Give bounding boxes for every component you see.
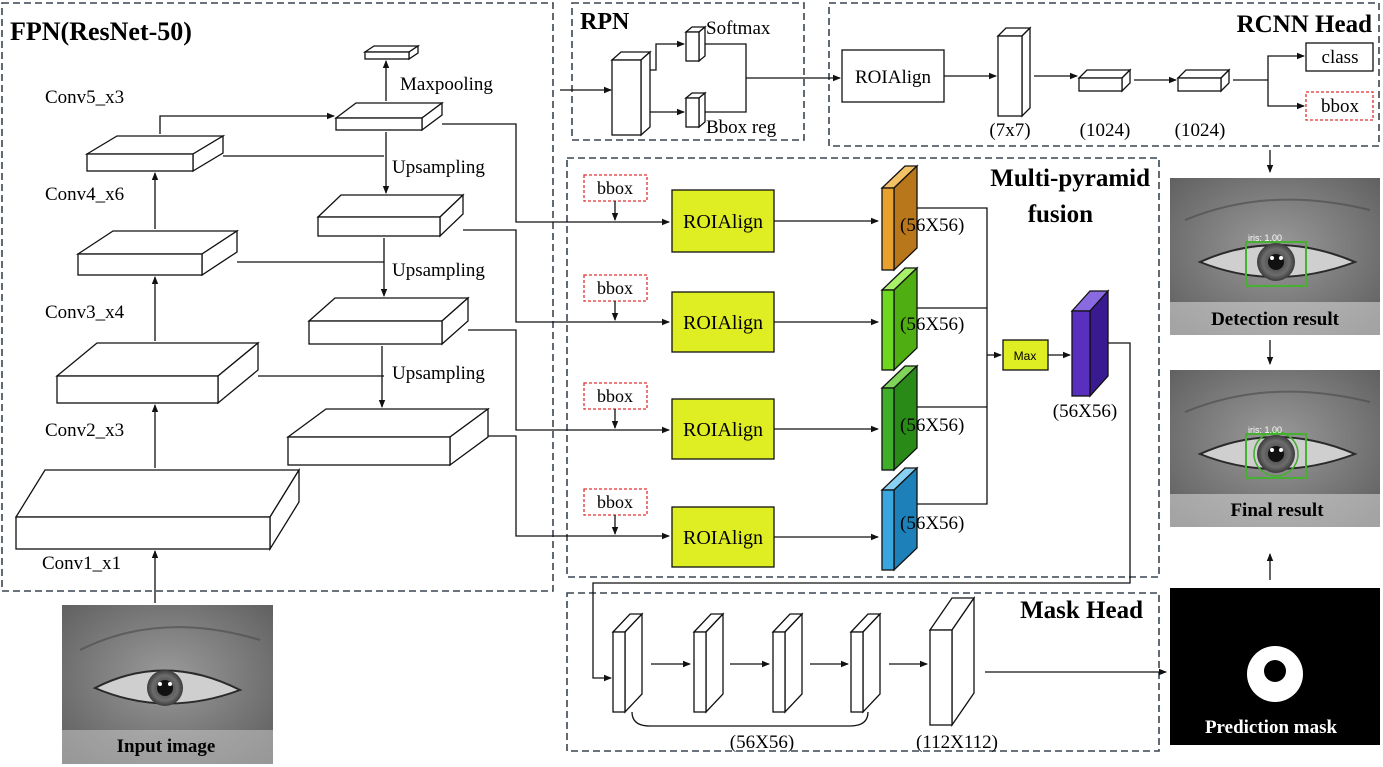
final-tag: iris: 1.00 [1248,425,1282,435]
fusion-roialign-label-4: ROIAlign [683,527,763,549]
conv4-block [84,134,226,173]
detection-tag: iris: 1.00 [1248,233,1282,243]
fusion-feature-1 [880,164,919,272]
fusion-roialign-box-1 [671,189,775,253]
p2-block [286,407,490,467]
fusion-feature-4 [880,466,919,572]
final-result-image [1170,370,1380,527]
fusion-roialign-box-4 [671,506,775,568]
fusion-size-label-2: (56X56) [900,314,964,335]
mask-conv-3 [771,612,804,714]
prediction-mask-image [1170,588,1380,745]
fusion-roialign-label-3: ROIAlign [683,419,763,441]
rpn-frame [571,2,805,141]
fusion-bbox-tag-2 [583,274,648,302]
fusion-roialign-box-3 [671,398,775,460]
fusion-size-label-1: (56X56) [900,215,964,236]
fusion-title-line2: fusion [1028,201,1093,228]
final-result-caption: Final result [1230,500,1324,521]
fusion-bbox-tag-3 [583,382,648,410]
rcnn-fc1 [1077,68,1132,93]
rcnn-frame [828,2,1380,147]
rcnn-arrows [944,52,1305,173]
rcnn-class-label: class [1322,47,1359,68]
mask-size-small: (56X56) [730,732,794,753]
mask-conv-4 [849,612,882,714]
upsampling-label-3: Upsampling [392,363,485,384]
maxpool-label: Maxpooling [400,74,493,95]
conv3-block [75,229,240,277]
rpn-bbox-map [684,91,707,129]
rcnn-title: RCNN Head [1237,11,1373,38]
conv1-block [14,467,301,552]
rcnn-class-box [1305,42,1374,72]
rpn-section [610,25,707,137]
fusion-bbox-label-4: bbox [597,492,633,512]
fpn-title: FPN(ResNet-50) [10,17,192,46]
rcnn-roialign-box [841,49,945,103]
fusion-size-label-3: (56X56) [900,415,964,436]
rpn-feature-map [610,50,652,137]
rpn-softmax-label: Softmax [706,18,771,39]
mask-head-section [611,595,976,728]
stage-label-conv2: Conv2_x3 [45,420,124,441]
fusion-size-label-4: (56X56) [900,513,964,534]
fusion-section [583,164,1110,572]
input-image [62,605,273,764]
stage-label-conv5: Conv5_x3 [45,87,124,108]
maxpool-block [362,44,421,61]
fusion-title-line1: Multi-pyramid [990,165,1150,192]
detection-result-caption: Detection result [1211,309,1340,330]
prediction-mask-caption: Prediction mask [1205,717,1338,738]
rcnn-bbox-box [1305,91,1374,121]
fusion-roialign-label-1: ROIAlign [683,211,763,233]
rcnn-roialign-label: ROIAlign [855,67,932,88]
stage-label-conv3: Conv3_x4 [45,302,125,323]
stage-label-conv4: Conv4_x6 [45,184,124,205]
fused-feature [1070,289,1110,398]
p3-block [307,296,470,346]
conv2-block [55,341,260,405]
rpn-title: RPN [580,9,630,35]
mask-conv-1 [611,612,644,714]
fusion-bbox-label-2: bbox [597,278,633,298]
upsampling-label-1: Upsampling [392,157,485,178]
rcnn-bbox-label: bbox [1321,96,1360,117]
fpn-section [14,44,490,552]
fusion-feature-2 [880,266,919,372]
mask-head-title: Mask Head [1020,597,1143,624]
fusion-bbox-label-1: bbox [597,178,633,198]
stage-label-conv1: Conv1_x1 [42,553,121,574]
rcnn-7x7-map [996,26,1032,118]
fusion-bbox-label-3: bbox [597,386,633,406]
rcnn-fc2 [1176,68,1231,93]
rcnn-dim-fc1: (1024) [1080,120,1131,141]
mask-deconv [928,595,976,728]
rcnn-section [841,26,1374,121]
fusion-bbox-tag-1 [583,174,648,202]
p5-block [334,101,444,132]
p4-block [316,193,465,238]
input-image-caption: Input image [117,736,216,757]
rcnn-dim-fc2: (1024) [1175,120,1226,141]
rpn-softmax-map [684,25,707,63]
mask-conv-2 [692,612,725,714]
fpn-frame [1,2,554,592]
upsampling-label-2: Upsampling [392,260,485,281]
mask-size-large: (112X112) [916,732,998,753]
rcnn-dim-7x7: (7x7) [989,120,1030,141]
fused-size-label: (56X56) [1053,401,1117,422]
fusion-roialign-label-2: ROIAlign [683,312,763,334]
fpn-arrows [151,60,670,603]
rpn-bbox-reg-label: Bbox reg [706,117,777,138]
fusion-arrows [592,201,1131,682]
fusion-feature-3 [880,364,919,472]
max-label: Max [1014,349,1037,363]
mask-head-arrows [631,660,1167,727]
detection-result-image [1170,178,1380,335]
rpn-arrows [650,40,841,116]
